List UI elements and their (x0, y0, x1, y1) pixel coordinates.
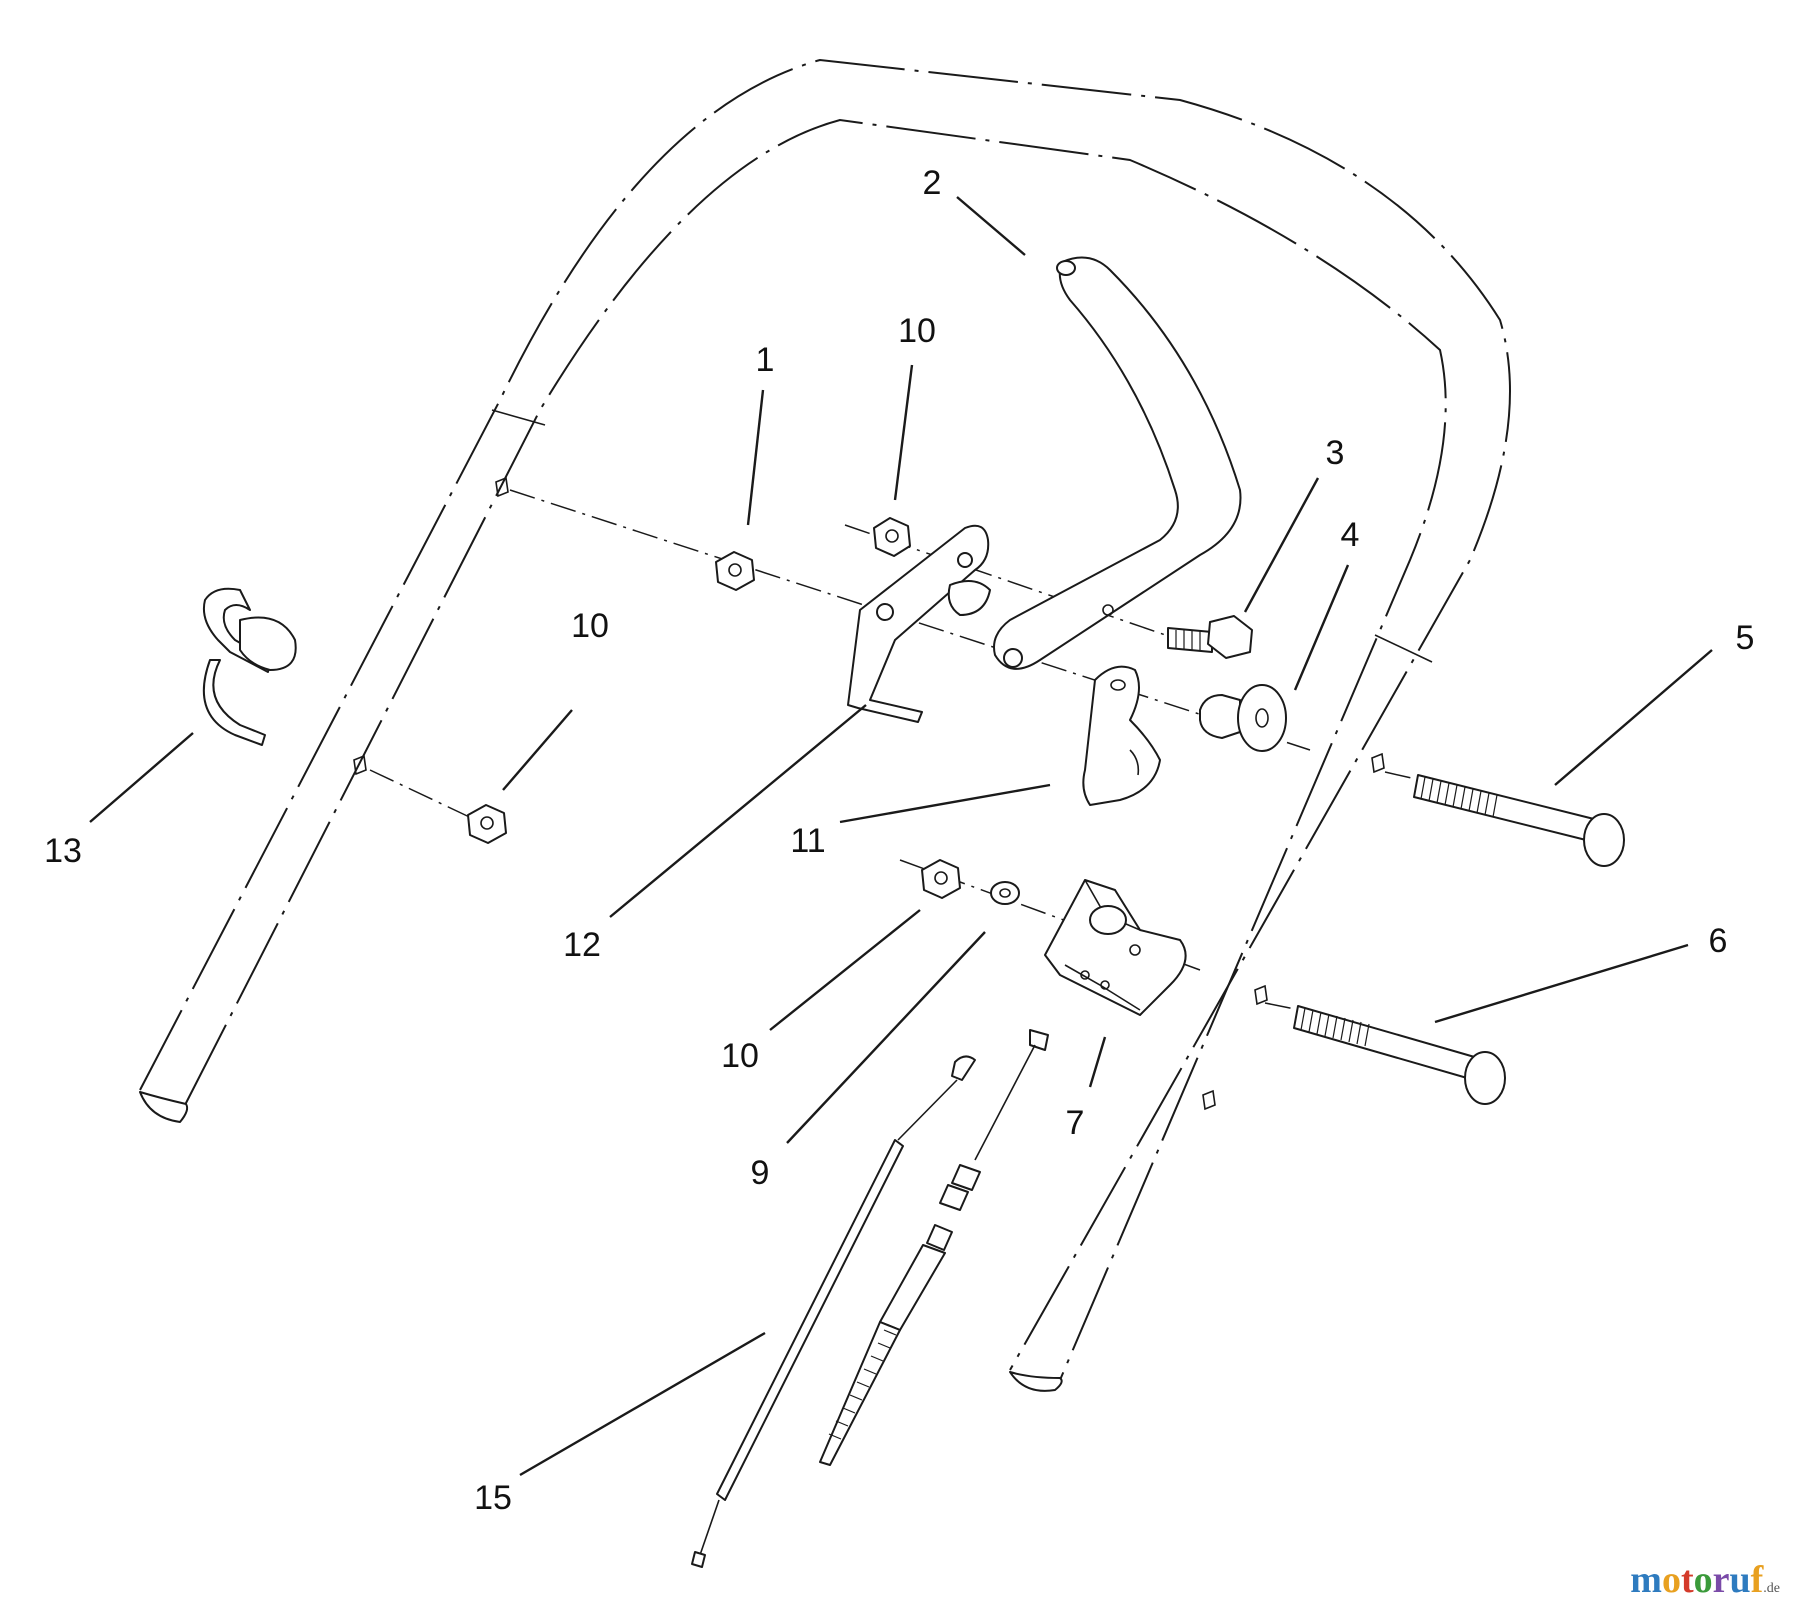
leader-10a (893, 364, 914, 501)
nut-10-lower (921, 859, 961, 899)
callout-3: 3 (1326, 434, 1345, 472)
callout-10-left: 10 (571, 607, 609, 645)
washer-9 (990, 881, 1020, 905)
clip-13 (202, 587, 297, 746)
bracket (847, 524, 991, 723)
leader-2 (956, 196, 1026, 256)
handle-tube (139, 58, 1511, 1392)
leader-10b (502, 709, 573, 791)
bolt-3 (1167, 615, 1253, 659)
leader-4 (1293, 564, 1350, 691)
callout-10-lower: 10 (721, 1037, 759, 1075)
cam-11 (1082, 665, 1161, 806)
carriage-bolt-5 (1413, 774, 1625, 867)
spacer-4 (1199, 684, 1287, 752)
callout-2: 2 (923, 164, 942, 202)
leader-10c (769, 909, 921, 1031)
bail-lever (993, 256, 1242, 670)
leader-6 (1434, 943, 1689, 1024)
watermark-letter: t (1680, 1559, 1694, 1601)
watermark-tld: .de (1763, 1581, 1780, 1596)
callout-10-top: 10 (898, 312, 936, 350)
watermark-letter: f (1750, 1559, 1764, 1601)
callout-12: 12 (563, 926, 601, 964)
leader-5 (1554, 649, 1713, 786)
clamp-block-7 (1044, 879, 1187, 1016)
callout-15: 15 (474, 1479, 512, 1517)
nut-1 (715, 551, 755, 591)
carriage-bolt-6 (1293, 1005, 1506, 1105)
callout-labels: 1 2 3 4 5 6 7 9 10 10 10 11 12 13 15 (44, 164, 1754, 1517)
callout-1: 1 (756, 341, 775, 379)
callout-13: 13 (44, 832, 82, 870)
leader-lines (89, 196, 1713, 1477)
callout-9: 9 (751, 1154, 770, 1192)
watermark-letter: u (1729, 1559, 1751, 1601)
callout-11: 11 (790, 822, 825, 860)
leader-13 (89, 732, 194, 823)
leader-1 (746, 389, 765, 526)
leader-15 (519, 1331, 766, 1477)
leader-12 (609, 704, 867, 918)
watermark-letter: r (1712, 1559, 1730, 1601)
cable-15 (691, 1029, 1049, 1568)
callout-6: 6 (1709, 922, 1728, 960)
watermark-letter: m (1630, 1559, 1662, 1601)
nut-10-top (873, 517, 911, 557)
watermark-letter: o (1661, 1559, 1681, 1601)
nut-10-left (467, 804, 507, 844)
callout-7: 7 (1066, 1104, 1085, 1142)
leader-11 (839, 783, 1051, 824)
callout-5: 5 (1736, 619, 1755, 657)
callout-4: 4 (1341, 516, 1360, 554)
watermark-logo: motoruf.de (1630, 1558, 1780, 1602)
leader-9 (786, 931, 986, 1144)
leader-3 (1243, 477, 1320, 613)
watermark-letter: o (1693, 1559, 1713, 1601)
leader-7 (1088, 1036, 1107, 1088)
